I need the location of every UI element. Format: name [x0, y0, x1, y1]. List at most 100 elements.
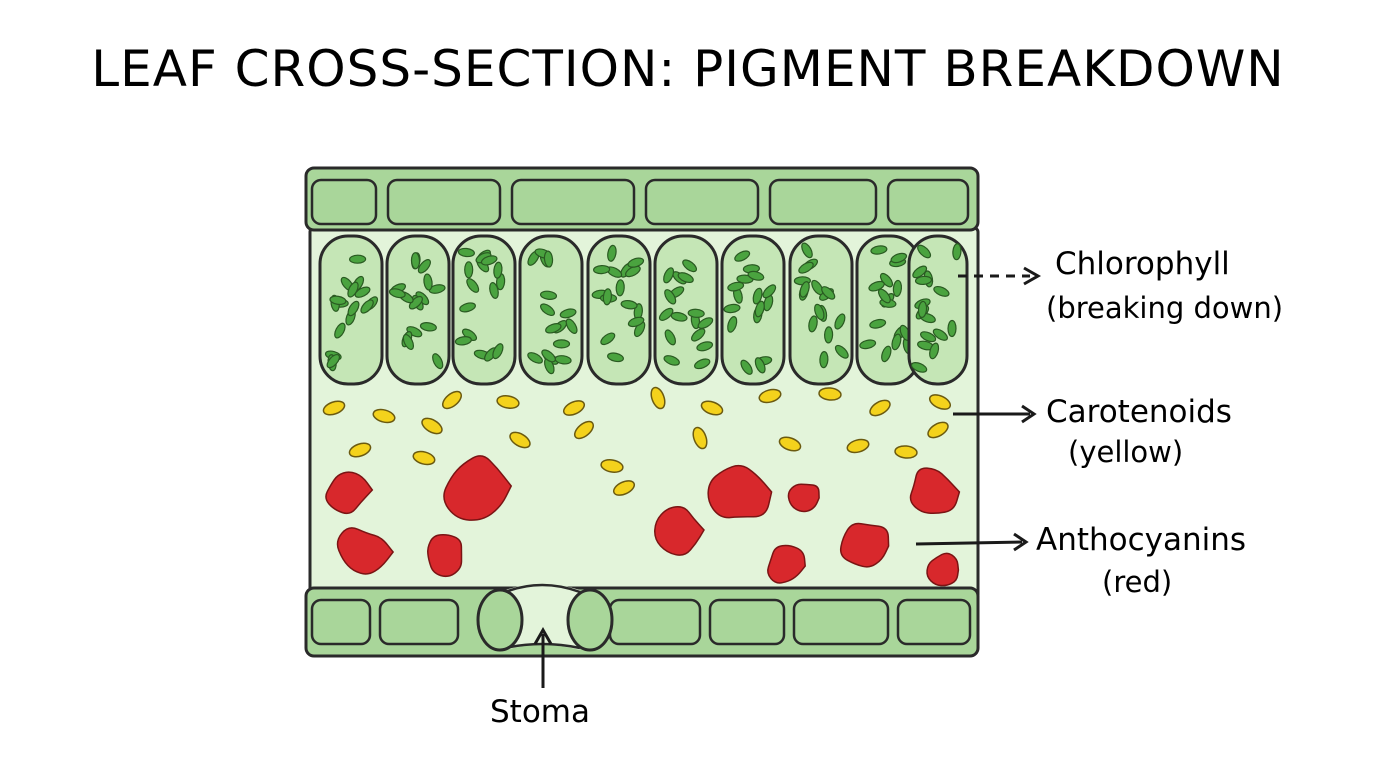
- chloroplast: [663, 267, 675, 284]
- chloroplast: [808, 315, 818, 333]
- palisade-cell: [385, 234, 451, 386]
- chloroplast: [734, 250, 751, 262]
- chloroplast: [428, 284, 446, 294]
- chloroplast: [600, 332, 616, 346]
- chloroplast: [349, 254, 367, 264]
- chloroplast: [540, 303, 555, 317]
- chloroplast: [677, 272, 694, 284]
- chloroplast: [823, 326, 834, 344]
- chloroplast: [326, 353, 341, 369]
- chloroplast: [602, 288, 613, 306]
- chloroplast: [620, 299, 638, 310]
- stoma-callout: Stoma: [490, 626, 590, 730]
- chloroplast: [627, 257, 645, 268]
- carotenoid-granule: [869, 399, 891, 417]
- carotenoids-note: (yellow): [1068, 435, 1183, 469]
- chloroplast: [740, 359, 753, 375]
- chloroplast: [329, 295, 347, 306]
- chloroplast: [754, 357, 766, 374]
- chloroplast: [527, 352, 543, 364]
- page-title: LEAF CROSS-SECTION: PIGMENT BREAKDOWN: [91, 40, 1284, 98]
- stoma-label: Stoma: [490, 694, 590, 730]
- carotenoids-callout: Carotenoids (yellow): [953, 394, 1232, 469]
- chloroplast: [890, 252, 908, 264]
- palisade-cell: [720, 234, 786, 386]
- carotenoid-granule: [562, 400, 586, 416]
- anthocyanin-blob: [839, 522, 890, 568]
- guard-cell-left: [476, 588, 524, 652]
- chloroplast: [747, 270, 765, 281]
- chloroplast: [814, 303, 825, 321]
- chloroplast: [891, 333, 902, 351]
- carotenoid-granule: [612, 480, 636, 496]
- chloroplast: [892, 279, 903, 297]
- carotenoid-granule: [928, 394, 952, 410]
- chlorophyll-callout: Chlorophyll (breaking down): [958, 246, 1283, 325]
- chloroplast: [559, 308, 577, 319]
- chloroplast: [664, 329, 676, 346]
- epidermis-cell: [510, 178, 636, 226]
- epidermis-cell: [896, 598, 972, 646]
- guard-cell-right: [566, 588, 614, 652]
- carotenoid-granule: [421, 417, 443, 435]
- carotenoid-granule: [894, 445, 918, 459]
- chloroplast: [480, 255, 498, 266]
- chloroplast: [881, 345, 892, 363]
- carotenoid-granule: [600, 459, 624, 473]
- chloroplast: [658, 307, 674, 321]
- epidermis-cell: [768, 178, 878, 226]
- chloroplast: [811, 279, 824, 296]
- carotenoid-granule: [412, 450, 436, 466]
- chloroplast: [801, 242, 813, 259]
- chloroplast: [914, 275, 933, 286]
- carotenoid-granule: [818, 387, 842, 401]
- carotenoid-granule: [927, 421, 949, 439]
- chloroplast: [489, 282, 499, 299]
- chloroplast: [417, 259, 431, 274]
- chloroplast: [798, 261, 814, 274]
- chloroplast: [910, 362, 928, 373]
- chloroplast: [870, 245, 888, 255]
- chloroplast: [697, 317, 714, 329]
- epidermis-cell: [386, 178, 502, 226]
- carotenoid-granule: [692, 426, 708, 450]
- chloroplast: [917, 300, 928, 318]
- chloroplast: [664, 289, 677, 305]
- carotenoid-granule: [758, 388, 782, 404]
- chloroplast: [607, 352, 624, 363]
- anthocyanin-blob: [767, 544, 806, 584]
- epidermis-cell: [792, 598, 890, 646]
- chloroplast: [929, 342, 940, 360]
- chloroplast: [593, 264, 611, 275]
- anthocyanin-blob: [909, 467, 961, 514]
- chloroplast: [727, 281, 745, 292]
- palisade-layer: [318, 234, 969, 386]
- chloroplast: [947, 319, 957, 338]
- carotenoids-label: Carotenoids: [1046, 394, 1232, 430]
- epidermis-cell: [310, 178, 378, 226]
- chloroplast: [464, 261, 474, 279]
- carotenoid-granule: [496, 395, 520, 409]
- anthocyanin-blob: [427, 534, 463, 578]
- chloroplast: [696, 341, 714, 352]
- chloroplast: [868, 280, 885, 292]
- chloroplast: [607, 244, 617, 262]
- chloroplast: [406, 326, 423, 338]
- anthocyanins-callout: Anthocyanins (red): [915, 522, 1246, 599]
- carotenoid-granule: [441, 390, 463, 410]
- chloroplast: [388, 288, 406, 299]
- chloroplast: [670, 311, 688, 322]
- chloroplast: [682, 259, 698, 273]
- chloroplast: [727, 316, 738, 333]
- chloroplast: [360, 299, 374, 314]
- anthocyanin-blob: [926, 552, 960, 587]
- carotenoid-granule: [322, 400, 346, 416]
- epidermis-cell: [608, 598, 702, 646]
- epidermis-cell: [644, 178, 760, 226]
- chloroplast: [493, 261, 503, 279]
- carotenoid-granule: [509, 431, 531, 449]
- chloroplast: [754, 300, 765, 318]
- carotenoid-granule: [846, 438, 870, 454]
- carotenoid-granule: [372, 408, 396, 424]
- chloroplast: [541, 349, 556, 363]
